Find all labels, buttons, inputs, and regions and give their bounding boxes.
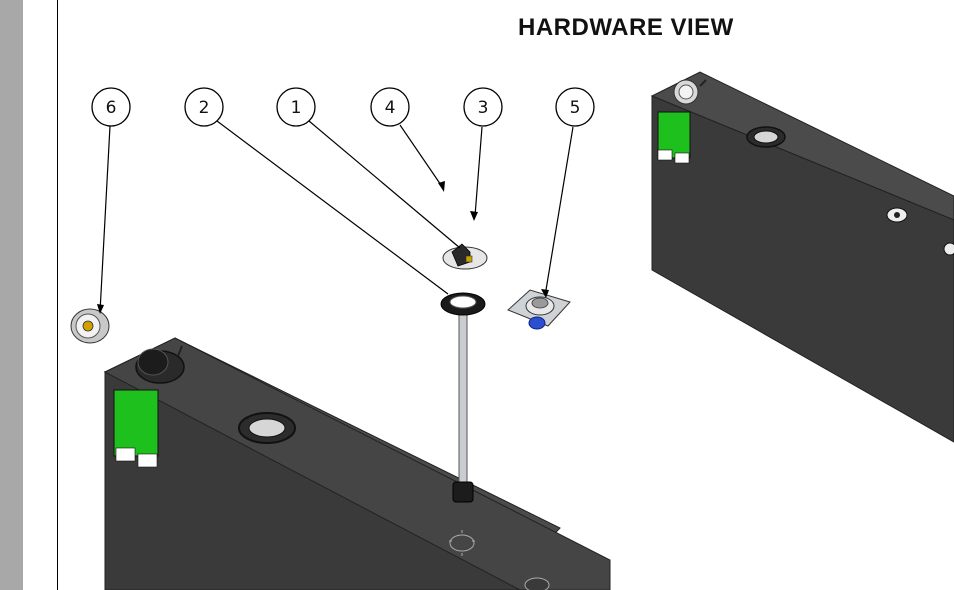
mounting-pattern-icon (449, 534, 475, 552)
balloon-3: 3 (463, 87, 503, 127)
drawing-border-line (57, 0, 58, 590)
balloon-label: 1 (291, 98, 302, 118)
balloon-5: 5 (555, 87, 595, 127)
drawing-title: HARDWARE VIEW (518, 14, 734, 41)
balloon-6: 6 (91, 87, 131, 127)
balloon-2: 2 (184, 87, 224, 127)
vent-fitting-part (70, 308, 110, 344)
sender-head-part (442, 243, 488, 270)
balloon-label: 5 (570, 98, 581, 118)
balloon-4: 4 (370, 87, 410, 127)
tank-right (650, 71, 954, 443)
balloon-label: 6 (106, 98, 117, 118)
balloon-label: 4 (385, 98, 396, 118)
left-margin-bar (0, 0, 23, 590)
leader-lines (99, 120, 574, 313)
balloon-label: 3 (478, 98, 489, 118)
tank-left (103, 337, 611, 590)
gasket-part (440, 292, 486, 316)
balloon-label: 2 (199, 98, 210, 118)
balloon-1: 1 (276, 87, 316, 127)
leader-arrows (97, 181, 549, 314)
sender-rod-part (452, 303, 474, 503)
sender-flange-part (507, 289, 571, 330)
tank-label-green (113, 389, 159, 457)
